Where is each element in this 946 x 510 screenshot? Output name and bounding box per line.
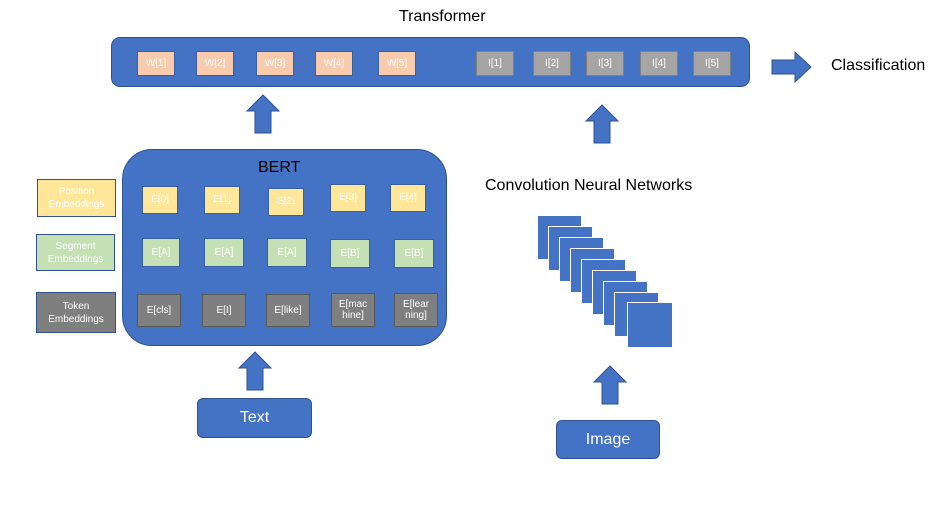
bert-title: BERT (258, 159, 301, 176)
arrow-right-icon (771, 50, 812, 84)
feature-map (627, 302, 673, 348)
arrow-up-icon (584, 104, 620, 144)
legend-token-embeddings: Token Embeddings (36, 292, 116, 333)
image-token-2: I[2] (533, 51, 571, 76)
position-embedding-2: E[2] (268, 188, 304, 216)
token-embedding-2: E[like] (266, 294, 310, 327)
token-embedding-4: E[lear ning] (394, 293, 438, 327)
token-embedding-0: E[cls] (137, 294, 181, 327)
segment-embedding-1: E[A] (204, 238, 244, 267)
word-token-2: W[2] (196, 51, 234, 76)
position-embedding-0: E[0] (142, 186, 178, 214)
text-input-box: Text (197, 398, 312, 438)
image-input-box: Image (556, 420, 660, 459)
cnn-label: Convolution Neural Networks (485, 177, 693, 194)
classification-label: Classification (831, 57, 926, 74)
segment-embedding-2: E[A] (267, 238, 307, 267)
image-token-3: I[3] (586, 51, 624, 76)
segment-embedding-0: E[A] (142, 238, 180, 267)
legend-segment-embeddings: Segment Embeddings (36, 234, 115, 271)
legend-position-embeddings: Position Embeddings (37, 179, 116, 217)
transformer-title: Transformer (399, 8, 486, 25)
word-token-1: W[1] (137, 51, 175, 76)
arrow-up-icon (592, 365, 628, 405)
segment-embedding-3: E[B] (330, 239, 370, 268)
image-token-4: I[4] (640, 51, 678, 76)
word-token-3: W[3] (256, 51, 294, 76)
position-embedding-3: E[3] (330, 184, 366, 212)
position-embedding-4: E[4] (390, 184, 426, 212)
position-embedding-1: E[1] (204, 186, 240, 214)
token-embedding-1: E[I] (202, 294, 246, 327)
image-token-1: I[1] (476, 51, 514, 76)
word-token-5: W[5] (378, 51, 416, 76)
token-embedding-3: E[mac hine] (331, 293, 375, 327)
word-token-4: W[4] (315, 51, 353, 76)
arrow-up-icon (245, 94, 281, 134)
arrow-up-icon (237, 351, 273, 391)
image-token-5: I[5] (693, 51, 731, 76)
segment-embedding-4: E[B] (394, 239, 434, 268)
